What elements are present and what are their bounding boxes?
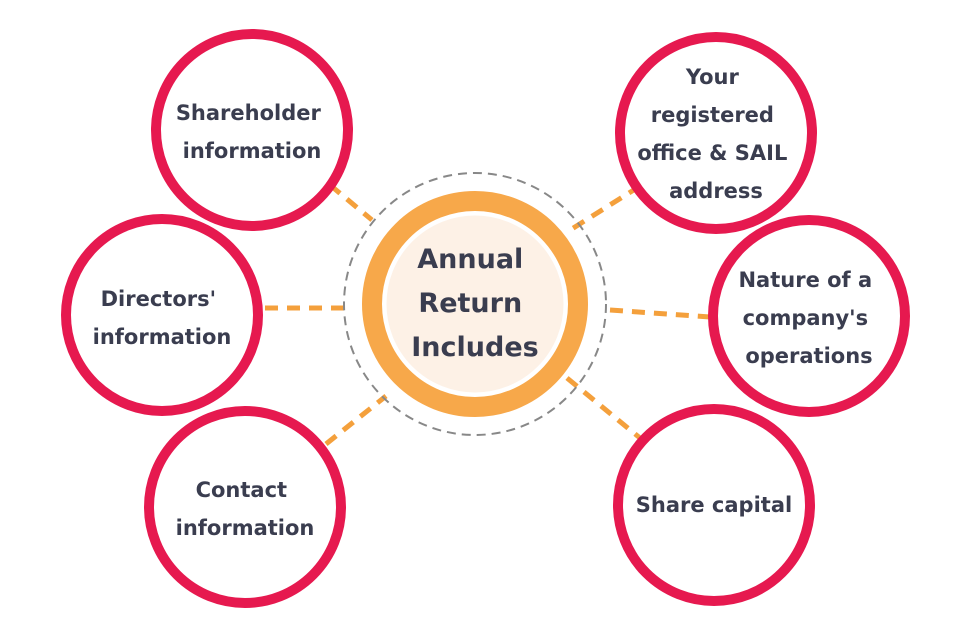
node-label-line: Share capital [636,493,792,517]
node-label-line: company's [743,306,869,330]
connector-share-capital [565,376,642,440]
node-shareholder: Shareholder information [151,29,353,231]
node-registered-office-label: Your registered office & SAIL address [637,65,794,203]
center-title-line: Annual [417,244,523,275]
center-ring [362,191,588,417]
connector-registered-office [565,183,642,235]
node-registered-office-ring [615,32,817,234]
node-label-line: information [93,325,232,349]
center-hub: Annual Return Includes [343,172,607,436]
node-label-line: address [669,179,763,203]
node-directors: Directors' information [61,214,263,416]
connector-contact [324,394,388,446]
node-share-capital-label: Share capital [636,493,792,517]
node-nature-of-operations-label: Nature of a company's operations [738,268,879,368]
center-title-line: Return [418,288,522,319]
node-label-line: Contact [196,478,288,502]
node-registered-office: Your registered office & SAIL address [615,32,817,234]
node-label-line: registered [651,103,774,127]
center-title-line: Includes [411,332,538,363]
center-title: Annual Return Includes [411,244,538,363]
node-share-capital: Share capital [613,404,815,606]
connector-shareholder [328,183,374,222]
node-nature-of-operations: Nature of a company's operations [708,215,910,417]
node-contact: Contact information [144,406,346,608]
center-inner-ring [383,212,567,396]
node-label-line: Directors' [101,287,216,311]
node-shareholder-label: Shareholder information [176,101,328,163]
node-label-line: information [176,516,315,540]
node-label-line: Nature of a [738,268,872,292]
connector-nature-of-operations [609,307,711,320]
node-contact-label: Contact information [176,478,315,540]
node-contact-ring [144,406,346,608]
node-directors-label: Directors' information [93,287,232,349]
node-label-line: Your [685,65,740,89]
node-label-line: operations [745,344,872,368]
node-label-line: office & SAIL [637,141,787,165]
node-shareholder-ring [151,29,353,231]
node-directors-ring [61,214,263,416]
node-nature-of-operations-ring [708,215,910,417]
node-share-capital-ring [613,404,815,606]
center-dashed-ring [343,172,607,436]
node-label-line: Shareholder [176,101,322,125]
node-label-line: information [183,139,322,163]
